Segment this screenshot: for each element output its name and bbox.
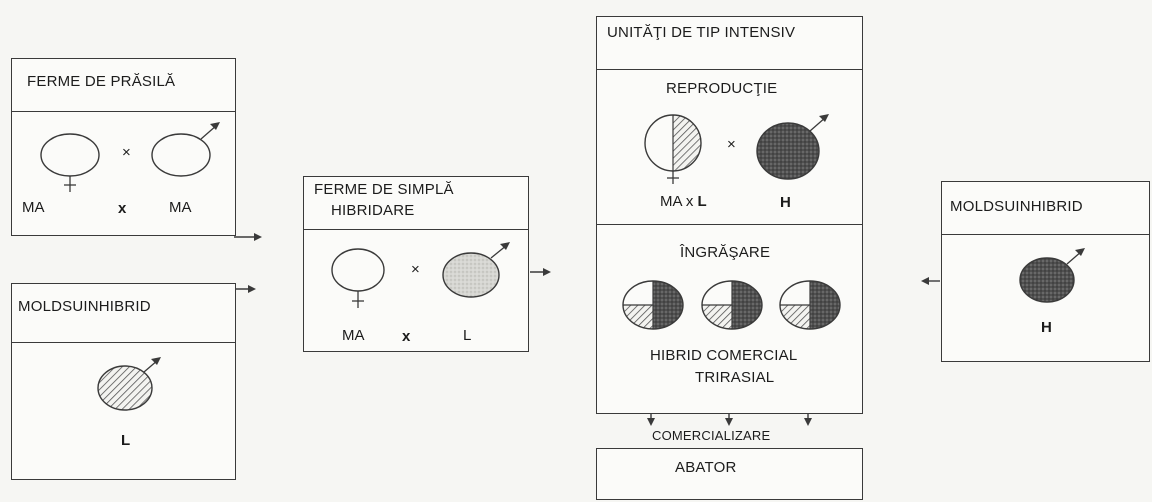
hybrid-offspring-icon — [622, 280, 684, 330]
reproductie-heading: REPRODUCŢIE — [666, 80, 778, 97]
arrow-moldsuin-right-in — [921, 277, 940, 285]
female-symbol-icon — [331, 248, 385, 308]
unitati-title-divider — [597, 69, 862, 70]
moldsuinhibrid-left-box: MOLDSUINHIBRID L — [11, 283, 236, 480]
breed-label: H — [1041, 319, 1052, 336]
parent-label-left: MA — [22, 199, 45, 216]
ferme-simpla-divider — [304, 229, 528, 230]
male-symbol-icon — [97, 357, 161, 411]
ferme-prasila-box: FERME DE PRĂSILĂ × MA x MA — [11, 58, 236, 236]
cross-sign: × — [727, 136, 736, 153]
abator-label: ABATOR — [675, 459, 737, 476]
arrow-moldsuin-left-out — [234, 285, 256, 293]
female-symbol-icon — [40, 133, 100, 192]
moldsuinhibrid-left-divider — [12, 342, 235, 343]
cross-label: x — [402, 328, 411, 345]
hybrid-offspring-icon — [701, 280, 763, 330]
male-breed-label: H — [780, 194, 791, 211]
breed-label: L — [121, 432, 131, 449]
parent-label-right: L — [463, 327, 472, 344]
unitati-title: UNITĂŢI DE TIP INTENSIV — [607, 24, 796, 41]
arrow-down-comert-3 — [804, 413, 812, 426]
ferme-prasila-title: FERME DE PRĂSILĂ — [27, 73, 176, 90]
moldsuinhibrid-right-divider — [942, 234, 1149, 235]
ferme-simpla-title-line1: FERME DE SIMPLĂ — [314, 181, 454, 198]
female-symbol-icon — [644, 114, 702, 184]
moldsuinhibrid-left-title: MOLDSUINHIBRID — [18, 298, 151, 315]
moldsuinhibrid-right-title: MOLDSUINHIBRID — [950, 198, 1083, 215]
cross-label: x — [118, 200, 127, 217]
male-symbol-icon — [1019, 248, 1085, 303]
moldsuinhibrid-right-box: MOLDSUINHIBRID H — [941, 181, 1150, 362]
male-symbol-icon — [442, 242, 510, 298]
ferme-simpla-title-line2: HIBRIDARE — [331, 202, 415, 219]
male-symbol-icon — [151, 122, 220, 177]
arrow-down-comert-2 — [725, 413, 733, 426]
cross-sign: × — [411, 261, 420, 278]
arrow-prasila-out — [234, 233, 262, 241]
hybrid-offspring-icon — [779, 280, 841, 330]
unitati-section-divider — [597, 224, 862, 225]
parent-label-right: MA — [169, 199, 192, 216]
parent-label-left: MA — [342, 327, 365, 344]
arrow-simpla-to-unitati — [530, 268, 551, 276]
comercializare-label: COMERCIALIZARE — [652, 428, 771, 443]
ingrasare-heading: ÎNGRĂŞARE — [680, 244, 771, 261]
ferme-simpla-box: FERME DE SIMPLĂ HIBRIDARE × MA x L — [303, 176, 529, 352]
ferme-prasila-divider — [12, 111, 235, 112]
hybrid-label-line1: HIBRID COMERCIAL — [650, 347, 798, 364]
hybrid-label-line2: TRIRASIAL — [695, 369, 775, 386]
male-symbol-icon — [756, 114, 829, 180]
abator-box: ABATOR — [596, 448, 863, 500]
female-cross-label: MA x L — [660, 193, 707, 210]
arrow-down-comert-1 — [647, 413, 655, 426]
cross-sign: × — [122, 144, 131, 161]
unitati-intensiv-box: UNITĂŢI DE TIP INTENSIV REPRODUCŢIE × MA… — [596, 16, 863, 414]
